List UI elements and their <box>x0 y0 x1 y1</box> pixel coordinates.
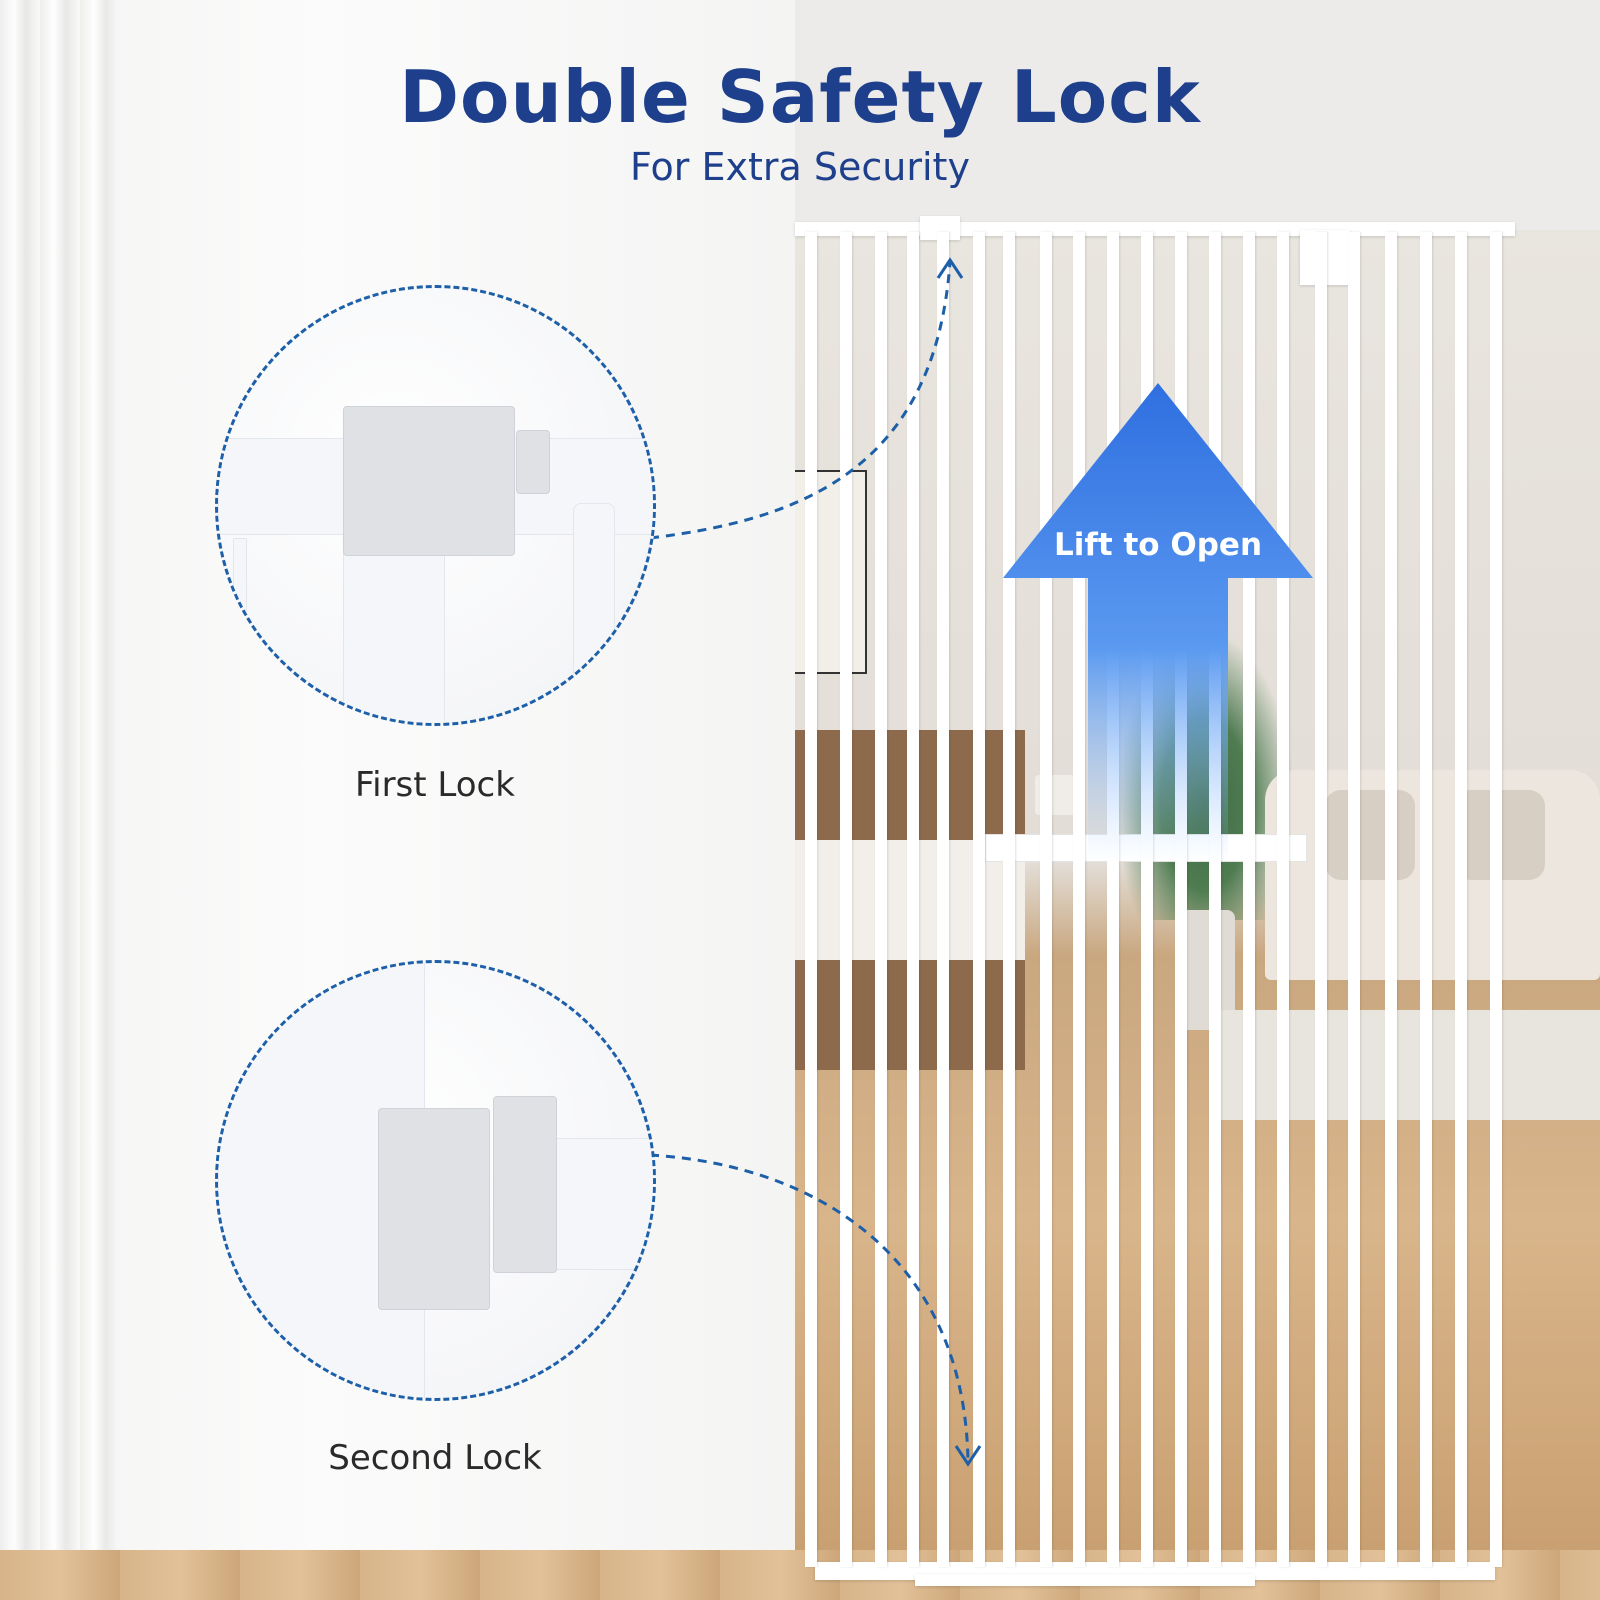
gate-bar <box>1385 232 1397 1567</box>
gate-bar <box>840 232 852 1567</box>
sofa-cushion <box>1325 790 1415 880</box>
second-lock-label: Second Lock <box>328 1438 542 1478</box>
gate-top-rail <box>795 222 1515 236</box>
gate-bar <box>1420 232 1432 1567</box>
gate-foot-pedal <box>915 1574 1255 1586</box>
zoom-bar <box>233 538 247 723</box>
gate-bar <box>875 232 887 1567</box>
page-subtitle: For Extra Security <box>630 145 970 189</box>
first-lock-latch <box>343 406 515 556</box>
gate-bar <box>937 232 949 1567</box>
lift-to-open-label: Lift to Open <box>1053 527 1263 563</box>
second-lock-zoom-circle <box>215 960 656 1401</box>
second-lock-latch <box>378 1108 490 1310</box>
gate-bar <box>1003 232 1015 1567</box>
safety-gate <box>795 216 1515 1586</box>
first-lock-label: First Lock <box>355 765 515 805</box>
gate-bar <box>805 232 817 1567</box>
lift-arrow <box>1003 383 1313 863</box>
gate-bar <box>1315 232 1327 1567</box>
gate-bar <box>1490 232 1502 1567</box>
curtain <box>0 0 115 1600</box>
second-lock-catch <box>493 1096 557 1273</box>
gate-bar <box>973 232 985 1567</box>
first-lock-zoom-circle <box>215 285 656 726</box>
zoom-post <box>343 538 445 723</box>
zoom-bar <box>573 503 615 723</box>
gate-bar <box>1348 232 1360 1567</box>
wall-above-gate <box>795 0 1600 230</box>
zoom-side-rail <box>548 1138 653 1270</box>
gate-bar <box>1455 232 1467 1567</box>
page-title: Double Safety Lock <box>399 55 1201 139</box>
gate-bar <box>907 232 919 1567</box>
first-lock-catch <box>516 430 550 494</box>
